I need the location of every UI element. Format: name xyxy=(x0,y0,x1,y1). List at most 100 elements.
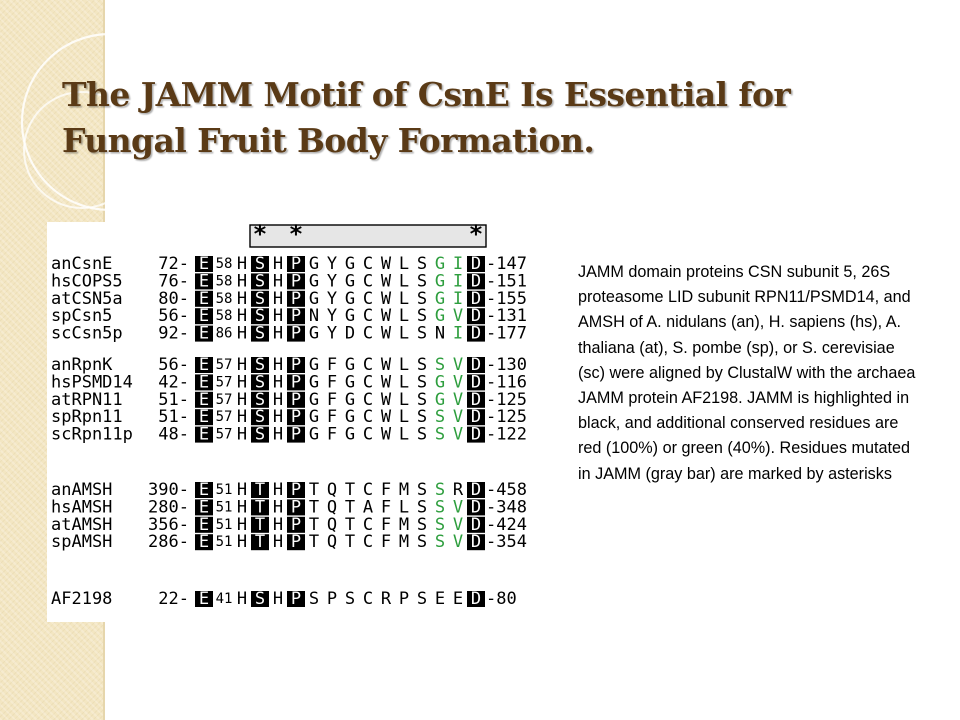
asterisk-mark: * xyxy=(253,222,267,248)
residue: 58 xyxy=(216,291,233,307)
jamm-highlight-box xyxy=(195,534,213,551)
residue: D xyxy=(471,497,481,517)
residue: I xyxy=(453,271,463,291)
residue: C xyxy=(363,271,373,291)
residue: T xyxy=(309,532,319,552)
residue: G xyxy=(345,407,355,427)
jamm-highlight-box xyxy=(195,409,213,426)
residue: P xyxy=(291,271,301,291)
sequence-name: atCSN5a xyxy=(51,289,123,309)
residue: V xyxy=(453,390,463,410)
residue: G xyxy=(309,372,319,392)
asterisk-mark: * xyxy=(469,222,483,248)
residue: C xyxy=(363,355,373,375)
jamm-highlight-box xyxy=(251,591,269,607)
residue: G xyxy=(309,390,319,410)
jamm-highlight-box xyxy=(467,256,485,272)
residue: P xyxy=(291,532,301,552)
residue: G xyxy=(345,372,355,392)
end-position: -125 xyxy=(486,390,527,410)
residue: S xyxy=(255,254,265,274)
residue: I xyxy=(453,324,463,344)
residue: G xyxy=(345,355,355,375)
residue: H xyxy=(237,355,247,375)
residue: S xyxy=(255,289,265,309)
jamm-highlight-box xyxy=(287,273,305,290)
residue: S xyxy=(255,372,265,392)
residue: H xyxy=(237,497,247,517)
end-position: -131 xyxy=(486,306,527,326)
residue: L xyxy=(399,254,409,274)
residue: S xyxy=(435,497,445,517)
residue: L xyxy=(399,497,409,517)
residue: P xyxy=(327,589,337,609)
residue: Q xyxy=(327,497,337,517)
residue: S xyxy=(435,480,445,500)
residue: P xyxy=(291,515,301,535)
residue: H xyxy=(237,271,247,291)
jamm-highlight-box xyxy=(467,325,485,342)
residue: 51 xyxy=(216,482,233,498)
start-position: 390- xyxy=(148,480,189,500)
residue: S xyxy=(417,480,427,500)
residue: D xyxy=(471,271,481,291)
residue: E xyxy=(199,306,209,326)
jamm-highlight-box xyxy=(195,499,213,516)
residue: P xyxy=(291,372,301,392)
residue: H xyxy=(273,532,283,552)
residue: H xyxy=(273,407,283,427)
residue: G xyxy=(435,390,445,410)
residue: T xyxy=(255,532,265,552)
start-position: 92- xyxy=(158,324,189,344)
residue: Y xyxy=(327,306,337,326)
residue: D xyxy=(471,355,481,375)
residue: 51 xyxy=(216,499,233,515)
sequence-name: scRpn11p xyxy=(51,425,133,445)
residue: 58 xyxy=(216,308,233,324)
start-position: 286- xyxy=(148,532,189,552)
residue: D xyxy=(471,532,481,552)
residue: P xyxy=(399,589,409,609)
residue: G xyxy=(309,355,319,375)
residue: H xyxy=(273,306,283,326)
residue: S xyxy=(417,271,427,291)
residue: L xyxy=(399,372,409,392)
residue: T xyxy=(255,497,265,517)
residue: S xyxy=(417,254,427,274)
residue: Y xyxy=(327,271,337,291)
residue: Q xyxy=(327,515,337,535)
residue: H xyxy=(237,532,247,552)
jamm-highlight-box xyxy=(287,534,305,551)
residue: S xyxy=(255,407,265,427)
residue: G xyxy=(435,306,445,326)
residue: T xyxy=(345,480,355,500)
residue: V xyxy=(453,497,463,517)
jamm-highlight-box xyxy=(251,290,269,307)
residue: T xyxy=(345,515,355,535)
residue: T xyxy=(255,515,265,535)
residue: D xyxy=(471,306,481,326)
jamm-highlight-box xyxy=(287,591,305,607)
residue: M xyxy=(399,532,409,552)
residue: E xyxy=(435,589,445,609)
residue: E xyxy=(199,480,209,500)
residue: W xyxy=(381,355,392,375)
residue: 58 xyxy=(216,273,233,289)
jamm-highlight-box xyxy=(467,534,485,551)
sequence-name: hsAMSH xyxy=(51,497,112,517)
residue: C xyxy=(363,254,373,274)
end-position: -424 xyxy=(486,515,527,535)
residue: 57 xyxy=(216,374,233,390)
residue: S xyxy=(435,515,445,535)
jamm-highlight-box xyxy=(251,516,269,533)
jamm-highlight-box xyxy=(251,426,269,443)
residue: S xyxy=(417,355,427,375)
residue: P xyxy=(291,407,301,427)
residue: 41 xyxy=(216,591,233,607)
jamm-highlight-box xyxy=(195,391,213,408)
residue: E xyxy=(199,532,209,552)
end-position: -348 xyxy=(486,497,527,517)
residue: M xyxy=(399,515,409,535)
end-position: -80 xyxy=(486,589,517,609)
